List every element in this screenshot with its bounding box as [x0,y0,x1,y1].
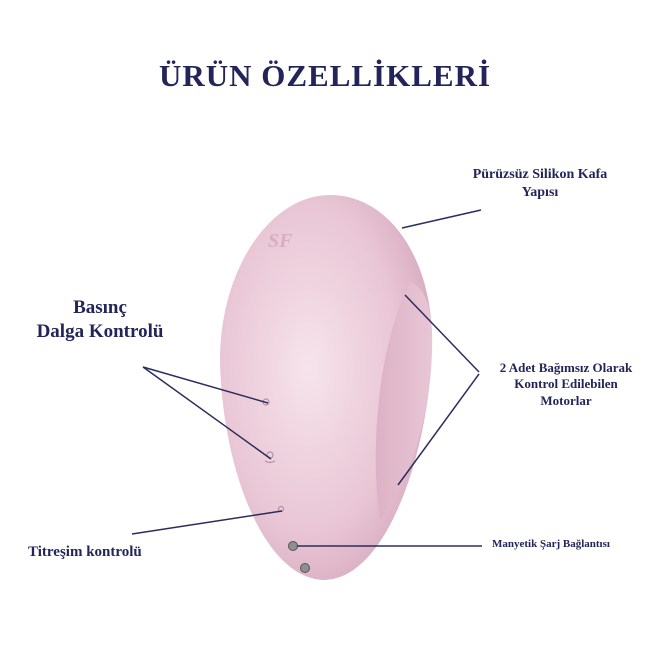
control-buttons [262,398,285,513]
label-line: Kontrol Edilebilen [514,376,618,392]
label-line: Dalga Kontrolü [36,320,164,342]
charging-pin [288,541,298,551]
label-line: Motorlar [540,392,592,408]
callout-lines [131,209,482,547]
label-charging: Manyetik Şarj Bağlantısı [492,538,610,550]
label-silicone-head: Pürüzsüz Silikon Kafa Yapısı [450,166,630,201]
label-line: Pürüzsüz Silikon Kafa [472,167,608,182]
brand-logo: SF [268,230,293,252]
label-pressure-wave: Basınç Dalga Kontrolü [10,296,190,344]
label-line: Yapısı [521,184,559,200]
motor-pad [375,282,433,520]
page-title: ÜRÜN ÖZELLİKLERİ [158,58,492,93]
label-vibration: Titreşim kontrolü [28,544,142,560]
label-line: 2 Adet Bağımsız Olarak [499,360,633,375]
charging-pin [300,563,310,573]
label-motors: 2 Adet Bağımsız Olarak Kontrol Edilebile… [484,360,648,409]
label-line: Basınç [73,297,127,318]
